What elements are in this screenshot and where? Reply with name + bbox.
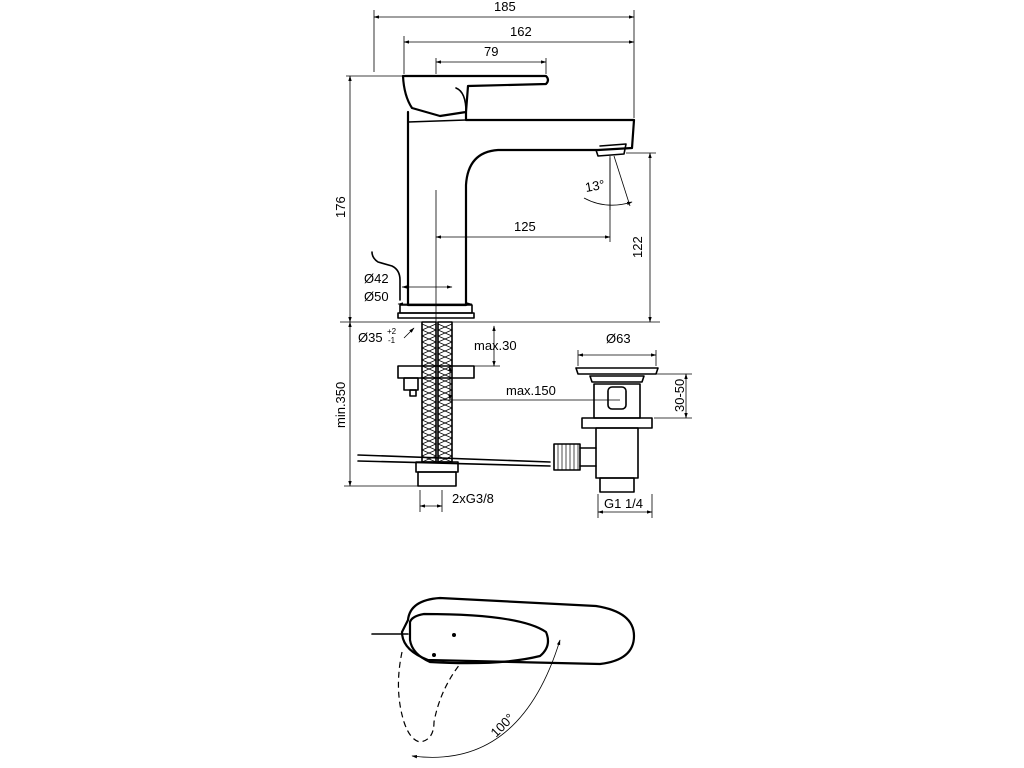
rotated-lever-outline [397, 651, 461, 743]
waste-slot [607, 386, 627, 410]
dimension-lines [340, 10, 692, 518]
popup-rod-top [371, 251, 401, 301]
dim-spray-angle: 13° [584, 177, 606, 195]
dim-waste-thread: G1 1/4 [604, 496, 643, 511]
faucet-body [406, 110, 636, 307]
aerator [595, 143, 627, 157]
dim-hole-tol-upper: +2 [387, 327, 397, 336]
dim-max-deck: max.30 [474, 338, 517, 353]
lever-detail [455, 87, 467, 113]
waste-cap [575, 367, 659, 375]
dim-lever-rotation: 100° [488, 711, 518, 741]
waste-valve [553, 367, 659, 493]
faucet-side-view [357, 74, 636, 487]
dim-height: 176 [333, 196, 348, 218]
waste-connector-threads [557, 444, 579, 470]
top-view-body [400, 596, 636, 666]
dim-spout-height: 122 [630, 236, 645, 258]
top-view-lever [408, 612, 550, 665]
waste-connector [553, 443, 581, 471]
rotation-arc [411, 639, 561, 759]
dim-lever-length: 79 [484, 44, 498, 59]
dim-waste-depth: 30-50 [672, 379, 687, 412]
dim-hole-diameter: Ø35 [358, 330, 383, 345]
dim-connection: 2xG3/8 [452, 491, 494, 506]
lever-outline [401, 74, 550, 118]
dim-overall-length: 185 [494, 0, 516, 14]
dim-waste-diameter: Ø63 [606, 331, 631, 346]
faucet-top-view [371, 596, 636, 759]
dim-min-hose: min.350 [333, 382, 348, 428]
dim-max-rod: max.150 [506, 383, 556, 398]
dim-base-diameter: Ø50 [364, 289, 389, 304]
dim-body-length: 162 [510, 24, 532, 39]
dim-hole-tol-lower: -1 [388, 336, 396, 345]
hose-braid [421, 323, 453, 463]
body-inner-line [407, 119, 467, 123]
popup-rod [357, 454, 551, 463]
dim-base-diameter-top: Ø42 [364, 271, 389, 286]
dim-spout-reach: 125 [514, 219, 536, 234]
